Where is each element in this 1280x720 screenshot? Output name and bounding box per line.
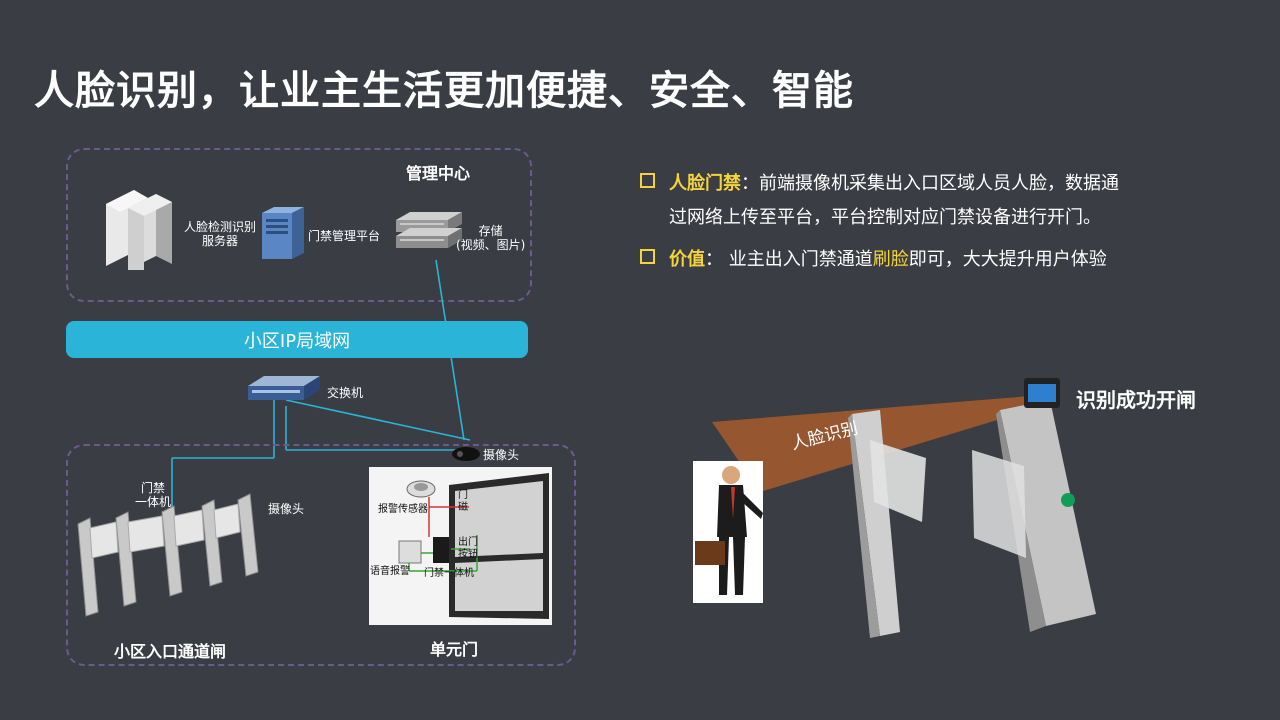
entrance-gate-illustration	[77, 493, 259, 617]
bullet-value: 价值： 业主出入门禁通道刷脸即可，大大提升用户体验	[640, 243, 1220, 277]
switch-icon	[248, 376, 320, 400]
voice-alarm-label: 语音报警	[370, 566, 410, 577]
businessman-icon	[693, 461, 763, 603]
platform-label: 门禁管理平台	[308, 229, 381, 243]
exit-button-label: 出门按钮	[458, 537, 478, 560]
bullet-text: 前端摄像机采集出入口区域人员人脸，数据通	[759, 173, 1119, 194]
storage-icon	[396, 212, 462, 248]
access-area-box	[66, 444, 576, 666]
storage-label: 存储(视频、图片)	[456, 224, 526, 252]
bullet-head: 价值	[669, 249, 705, 270]
door-unit-label: 门禁一体机	[424, 568, 474, 579]
bullet-face-access: 人脸门禁：前端摄像机采集出入口区域人员人脸，数据通 过网络上传至平台，平台控制对…	[640, 167, 1220, 235]
camera-top-label: 摄像头	[483, 448, 520, 462]
server-icon	[106, 190, 172, 270]
bullet-sep: ：	[705, 249, 723, 270]
door-terminal-label: 门禁一体机	[135, 481, 172, 509]
camera-top-icon	[452, 447, 480, 461]
bullet-head: 人脸门禁	[669, 173, 741, 194]
bullet-text-b: 即可，大大提升用户体验	[908, 249, 1107, 270]
switch-label: 交换机	[327, 386, 364, 400]
management-center-label: 管理中心	[406, 164, 471, 183]
server-label: 人脸检测识别服务器	[184, 220, 257, 248]
alarm-sensor-label: 报警传感器	[378, 504, 428, 515]
management-center-box	[66, 148, 532, 302]
bullet-sep: ：	[741, 173, 759, 194]
unit-door-drawing	[398, 473, 549, 619]
face-recognition-illustration	[712, 378, 1096, 638]
platform-server-icon	[262, 207, 304, 259]
bullet-square-icon	[640, 249, 655, 264]
camera-left-label: 摄像头	[268, 502, 305, 516]
success-label: 识别成功开闸	[1076, 388, 1196, 412]
bullet-text-line2: 过网络上传至平台，平台控制对应门禁设备进行开门。	[669, 207, 1101, 228]
bullet-text-a: 业主出入门禁通道	[728, 249, 873, 270]
bullet-square-icon	[640, 173, 655, 188]
door-magnet-label: 门磁	[458, 490, 468, 513]
entrance-gate-label: 小区入口通道闸	[114, 642, 227, 661]
bullet-text-highlight: 刷脸	[872, 249, 909, 270]
unit-door-label: 单元门	[430, 640, 479, 659]
page-title: 人脸识别，让业主生活更加便捷、安全、智能	[34, 68, 854, 114]
community-lan-bar: 小区IP局域网	[66, 321, 528, 358]
